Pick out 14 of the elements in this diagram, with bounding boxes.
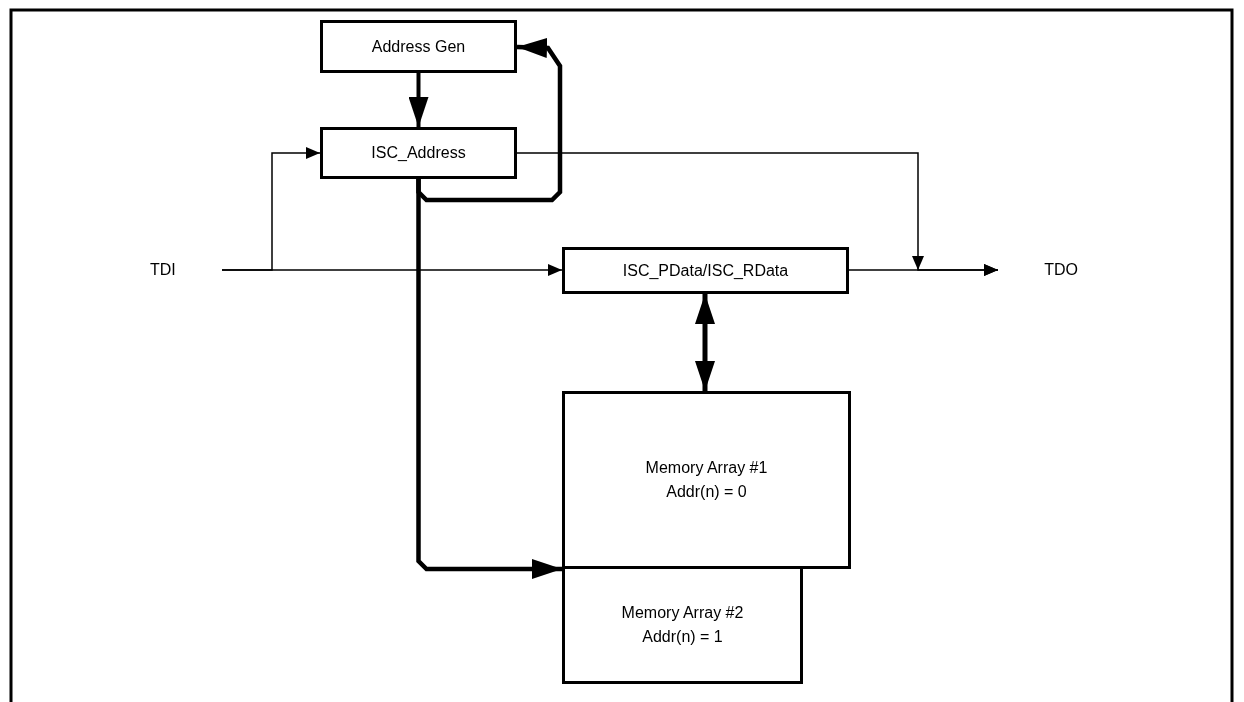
- box-label: Memory Array #2: [621, 603, 744, 623]
- box-label: ISC_PData/ISC_RData: [622, 260, 789, 281]
- signal-label: TDO: [998, 258, 1078, 282]
- box-label: Addr(n) = 0: [666, 482, 747, 502]
- process-box: [562, 566, 803, 684]
- process-box: [562, 391, 851, 569]
- process-box: [320, 20, 517, 73]
- box-label: Addr(n) = 1: [642, 627, 723, 647]
- process-box: [320, 127, 517, 179]
- box-label: Address Gen: [371, 36, 466, 57]
- process-box: [562, 247, 849, 294]
- signal-label: TDI: [150, 258, 222, 282]
- box-label: ISC_Address: [371, 143, 466, 163]
- box-label: Memory Array #1: [645, 458, 768, 478]
